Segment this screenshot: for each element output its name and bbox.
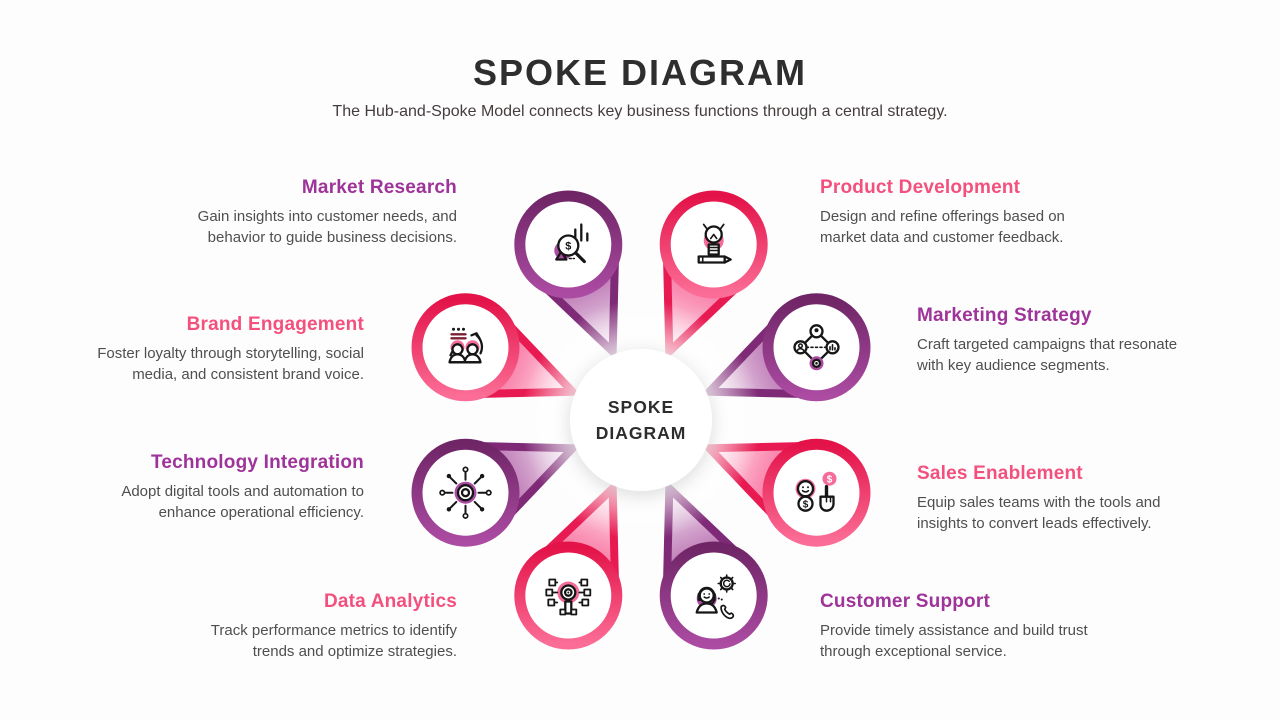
spoke-description: Gain insights into customer needs, and b… [197, 208, 457, 247]
spoke-description: Foster loyalty through storytelling, soc… [97, 345, 364, 384]
svg-text:$: $ [827, 475, 833, 486]
hub-label-line1: SPOKE [607, 396, 675, 417]
marketing-strategy-icon [793, 324, 840, 371]
spoke-description: Adopt digital tools and automation to en… [121, 483, 364, 522]
spoke-flower-diagram: $$$ [411, 190, 871, 650]
petal-technology-integration [411, 438, 520, 547]
market-research-icon: $ [554, 223, 589, 264]
page-subtitle: The Hub-and-Spoke Model connects key bus… [332, 103, 948, 120]
spoke-title: Technology Integration [150, 452, 364, 473]
spoke-label-market-research: Market Research Gain insights into custo… [185, 177, 457, 249]
spoke-label-brand-engagement: Brand Engagement Foster loyalty through … [92, 314, 364, 386]
spoke-title: Market Research [301, 177, 457, 198]
hub-label-line2: DIAGRAM [595, 423, 687, 443]
petal-marketing-strategy [762, 293, 871, 402]
spoke-label-customer-support: Customer Support Provide timely assistan… [820, 591, 1092, 663]
spoke-title: Product Development [820, 177, 1021, 198]
page-title: SPOKE DIAGRAM [472, 52, 808, 93]
spoke-description: Equip sales teams with the tools and ins… [917, 494, 1161, 533]
spoke-label-product-development: Product Development Design and refine of… [820, 177, 1092, 249]
spoke-title: Brand Engagement [186, 314, 364, 335]
petal-customer-support [659, 541, 768, 650]
spoke-title: Marketing Strategy [917, 305, 1092, 326]
spoke-description: Provide timely assistance and build trus… [820, 622, 1088, 661]
svg-text:$: $ [565, 241, 571, 253]
technology-integration-icon [439, 466, 492, 519]
spoke-description: Track performance metrics to identify tr… [210, 622, 457, 661]
spoke-label-technology-integration: Technology Integration Adopt digital too… [92, 452, 364, 524]
spoke-title: Sales Enablement [917, 463, 1083, 484]
hub-circle [570, 349, 712, 491]
spoke-title: Data Analytics [323, 591, 457, 612]
data-analytics-icon [545, 578, 592, 616]
spoke-label-marketing-strategy: Marketing Strategy Craft targeted campai… [917, 305, 1189, 377]
customer-support-icon [695, 574, 737, 620]
svg-text:$: $ [803, 500, 809, 511]
petal-product-development [659, 190, 768, 299]
spoke-label-data-analytics: Data Analytics Track performance metrics… [185, 591, 457, 663]
petal-data-analytics [514, 541, 623, 650]
spoke-description: Design and refine offerings based on mar… [820, 208, 1065, 247]
spoke-label-sales-enablement: Sales Enablement Equip sales teams with … [917, 463, 1189, 535]
brand-engagement-icon [448, 327, 484, 364]
petal-brand-engagement [411, 293, 520, 402]
petal-sales-enablement: $$ [762, 438, 871, 547]
hub-label: SPOKE DIAGRAM [569, 348, 713, 492]
product-development-icon [697, 223, 732, 264]
petal-market-research: $ [514, 190, 623, 299]
spoke-title: Customer Support [820, 591, 990, 612]
sales-enablement-icon: $$ [795, 471, 837, 512]
spoke-description: Craft targeted campaigns that resonate w… [917, 336, 1178, 375]
